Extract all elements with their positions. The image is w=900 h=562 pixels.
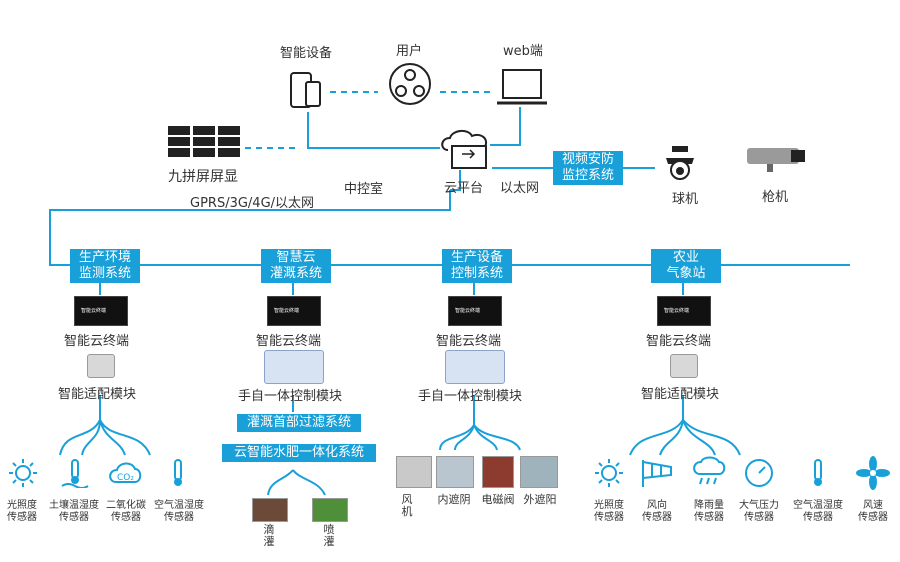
sensor-label: 风向传感器 bbox=[642, 500, 672, 523]
cloud-platform-label: 云平台 bbox=[444, 181, 484, 196]
sensor-label: 降雨量传感器 bbox=[694, 500, 724, 523]
terminal-label: 智能云终端 bbox=[646, 334, 712, 349]
bullet-camera-icon bbox=[745, 144, 809, 174]
user-label: 用户 bbox=[396, 44, 423, 59]
filter-system-badge: 灌溉首部过滤系统 bbox=[237, 414, 361, 432]
dome-camera-label: 球机 bbox=[672, 192, 699, 207]
device-label: 风机 bbox=[401, 493, 413, 518]
sun-icon bbox=[594, 458, 624, 488]
sensor-label: 风速传感器 bbox=[858, 500, 888, 523]
cloud-terminal-screen: 智能云终端 bbox=[267, 296, 321, 326]
thermometer-icon bbox=[168, 458, 188, 488]
control-module-box bbox=[445, 350, 505, 384]
cloud-platform-icon bbox=[438, 128, 494, 170]
sensor-label: 土壤温湿度传感器 bbox=[49, 500, 99, 523]
co2-icon: CO₂ bbox=[108, 458, 142, 488]
env-monitoring-badge: 生产环境监测系统 bbox=[70, 249, 140, 283]
sprinkler-irrigation-photo bbox=[312, 498, 348, 522]
module-label: 手自一体控制模块 bbox=[238, 389, 343, 404]
inner-shade-photo bbox=[436, 456, 474, 488]
video-wall-icon bbox=[168, 126, 240, 158]
weather-station-badge: 农业气象站 bbox=[651, 249, 721, 283]
smart-device-label: 智能设备 bbox=[280, 46, 333, 61]
module-label: 智能适配模块 bbox=[641, 387, 720, 402]
irrigation-system-badge: 智慧云灌溉系统 bbox=[261, 249, 331, 283]
device-label: 电磁阀 bbox=[481, 493, 515, 506]
users-icon bbox=[388, 62, 432, 106]
irrigation-label: 喷灌 bbox=[323, 523, 335, 548]
irrigation-label: 滴灌 bbox=[263, 523, 275, 548]
sensor-label: 光照度传感器 bbox=[7, 500, 37, 523]
laptop-icon bbox=[496, 68, 548, 108]
terminal-label: 智能云终端 bbox=[64, 334, 130, 349]
adapter-module-box bbox=[87, 354, 115, 378]
nine-screen-label: 九拼屏屏显 bbox=[168, 169, 238, 185]
terminal-label: 智能云终端 bbox=[436, 334, 502, 349]
sensor-label: 二氧化碳传感器 bbox=[106, 500, 146, 523]
cloud-terminal-screen: 智能云终端 bbox=[657, 296, 711, 326]
terminal-label: 智能云终端 bbox=[256, 334, 322, 349]
dome-camera-icon bbox=[662, 146, 698, 182]
sun-icon bbox=[8, 458, 38, 488]
tablet-phone-icon bbox=[290, 72, 322, 108]
control-room-label: 中控室 bbox=[344, 182, 384, 197]
device-label: 内遮阴 bbox=[437, 493, 471, 506]
fan-icon bbox=[856, 456, 890, 490]
sensor-label: 空气温湿度传感器 bbox=[793, 500, 843, 523]
cloud-terminal-screen: 智能云终端 bbox=[448, 296, 502, 326]
network-label: GPRS/3G/4G/以太网 bbox=[190, 196, 315, 211]
bullet-camera-label: 枪机 bbox=[762, 190, 789, 205]
outer-shade-photo bbox=[520, 456, 558, 488]
equipment-control-badge: 生产设备控制系统 bbox=[442, 249, 512, 283]
svg-text:CO₂: CO₂ bbox=[117, 473, 134, 483]
fertigation-system-badge: 云智能水肥一体化系统 bbox=[222, 444, 376, 462]
soil-thermometer-icon bbox=[60, 458, 90, 489]
adapter-module-box bbox=[670, 354, 698, 378]
sensor-label: 大气压力传感器 bbox=[739, 500, 779, 523]
module-label: 智能适配模块 bbox=[58, 387, 137, 402]
rain-icon bbox=[692, 456, 726, 488]
web-label: web端 bbox=[503, 44, 543, 59]
thermometer-icon bbox=[808, 458, 828, 488]
gauge-icon bbox=[744, 458, 774, 488]
windsock-icon bbox=[640, 458, 674, 488]
solenoid-valve-photo bbox=[482, 456, 514, 488]
video-monitoring-badge: 视频安防监控系统 bbox=[553, 151, 623, 185]
cloud-terminal-screen: 智能云终端 bbox=[74, 296, 128, 326]
sensor-label: 空气温湿度传感器 bbox=[154, 500, 204, 523]
sensor-label: 光照度传感器 bbox=[594, 500, 624, 523]
fan-photo bbox=[396, 456, 432, 488]
module-label: 手自一体控制模块 bbox=[418, 389, 523, 404]
ethernet-label: 以太网 bbox=[500, 181, 540, 196]
drip-irrigation-photo bbox=[252, 498, 288, 522]
device-label: 外遮阳 bbox=[523, 493, 557, 506]
control-module-box bbox=[264, 350, 324, 384]
